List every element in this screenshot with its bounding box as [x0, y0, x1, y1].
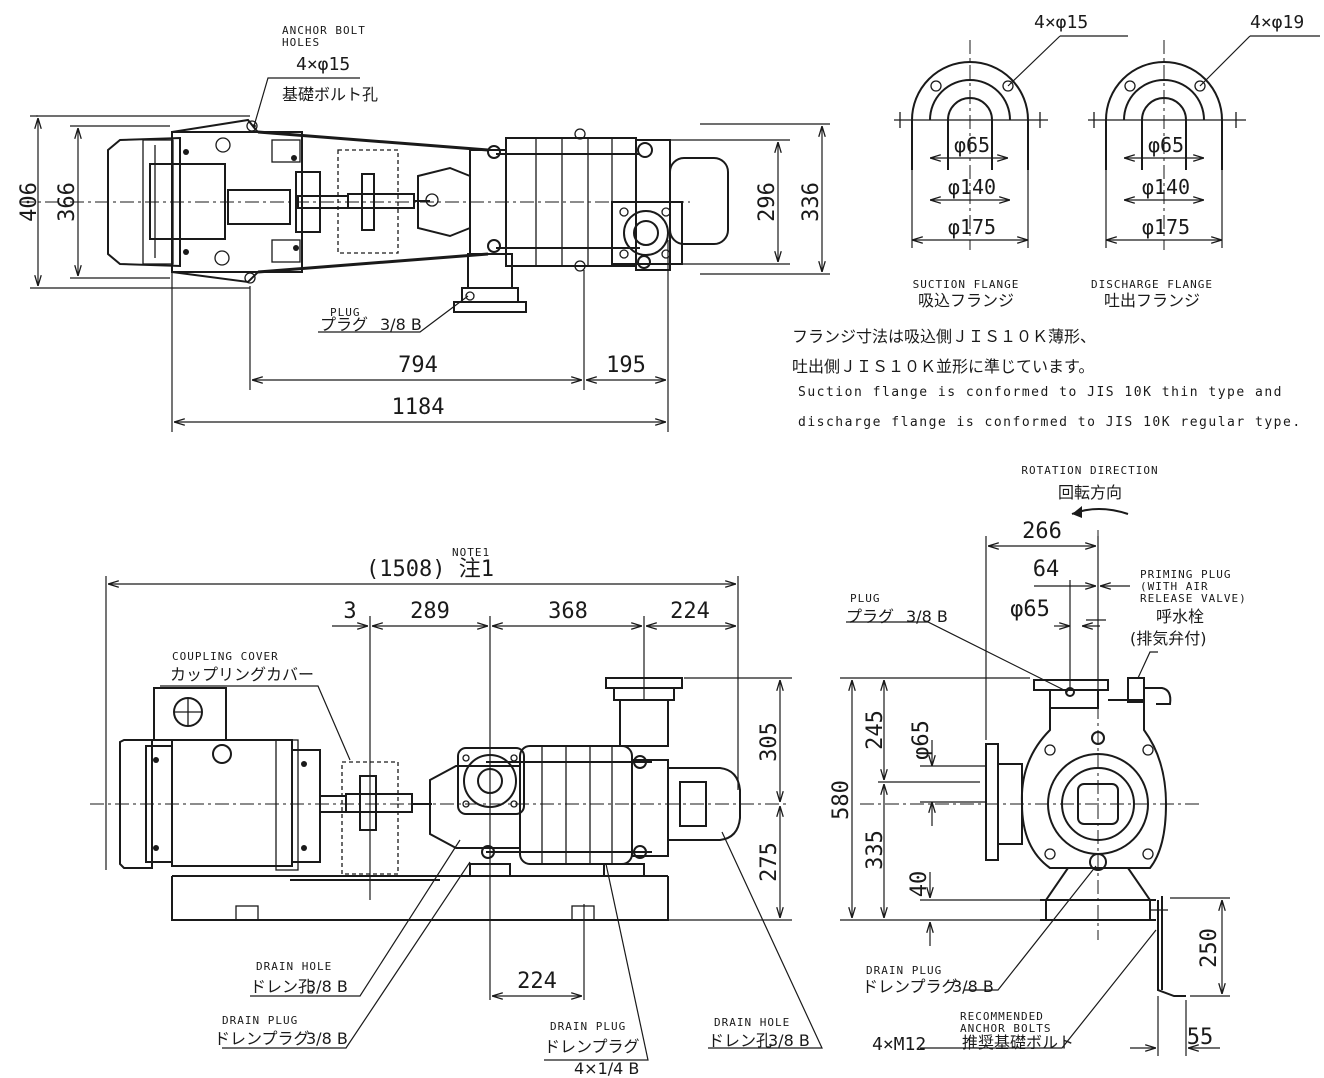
dim-195: 195 — [606, 353, 646, 378]
dim-296: 296 — [755, 182, 780, 222]
rotation-label-en: ROTATION DIRECTION — [1021, 464, 1158, 477]
anchor-jp: 推奨基礎ボルト — [962, 1033, 1074, 1052]
dim-3: 3 — [343, 599, 356, 624]
dim-1184: 1184 — [392, 395, 445, 420]
priming-en2: (WITH AIR — [1140, 580, 1209, 593]
drain-hole-en: DRAIN HOLE — [256, 960, 332, 973]
drain-plug-en: DRAIN PLUG — [222, 1014, 298, 1027]
dim-794: 794 — [398, 353, 438, 378]
note-en-2: discharge flange is conformed to JIS 10K… — [798, 415, 1302, 430]
discharge-holes: 4×φ19 — [1250, 12, 1304, 33]
priming-jp1: 呼水栓 — [1156, 607, 1204, 626]
suction-d140: φ140 — [948, 175, 996, 199]
suction-d65: φ65 — [954, 133, 990, 157]
suction-label-jp: 吸込フランジ — [918, 291, 1014, 310]
drain-plug-jp: ドレンプラグ — [214, 1029, 310, 1048]
dim-55: 55 — [1187, 1025, 1214, 1050]
drain-plug2-en: DRAIN PLUG — [550, 1020, 626, 1033]
anchor-holes-label: HOLES — [282, 36, 320, 49]
dim-224-bottom: 224 — [517, 969, 557, 994]
side-view: NOTE1 (1508) 注1 3 289 368 224 305 275 22… — [90, 546, 823, 1078]
side-motor — [119, 687, 346, 871]
discharge-d175: φ175 — [1142, 215, 1190, 239]
end-view: ROTATION DIRECTION 回転方向 266 64 φ65 PLUG … — [829, 464, 1247, 1056]
side-baseplate — [171, 875, 669, 921]
drain-plug2-size: 4×1/4 B — [574, 1059, 639, 1078]
note-en-1: Suction flange is conformed to JIS 10K t… — [798, 385, 1283, 400]
drain-plug2-jp: ドレンプラグ — [544, 1037, 640, 1056]
dim-266: 266 — [1022, 519, 1062, 544]
coupling-label-en: COUPLING COVER — [172, 650, 279, 663]
note-jp-2: 吐出側ＪＩＳ１０Ｋ並形に準じています。 — [792, 357, 1094, 376]
plug-label-end-en: PLUG — [850, 592, 881, 605]
side-dimensions — [105, 576, 823, 1061]
anchor-size: 4×M12 — [872, 1034, 926, 1055]
dim-368: 368 — [548, 599, 588, 624]
drain-plug-end-en: DRAIN PLUG — [866, 964, 942, 977]
plug-jp-top: プラグ — [320, 315, 368, 334]
dim-336: 336 — [799, 182, 824, 222]
note-jp-1: フランジ寸法は吸込側ＪＩＳ１０Ｋ薄形、 — [792, 327, 1096, 346]
dim-245: 245 — [863, 710, 888, 750]
end-pump — [985, 677, 1186, 997]
drain-hole-size: 3/8 B — [306, 977, 348, 996]
anchor-en2: ANCHOR BOLTS — [960, 1022, 1051, 1035]
dim-366: 366 — [55, 182, 80, 222]
plug-size-end: 3/8 B — [906, 607, 948, 626]
discharge-label-en: DISCHARGE FLANGE — [1091, 278, 1213, 291]
top-view: 406 366 296 336 794 195 1184 ANCHOR BOLT… — [17, 24, 830, 432]
note1-label: NOTE1 — [452, 546, 490, 559]
anchor-en1: RECOMMENDED — [960, 1010, 1044, 1023]
discharge-label-jp: 吐出フランジ — [1104, 291, 1200, 310]
plug-size-top: 3/8 B — [380, 315, 422, 334]
side-pump — [429, 677, 741, 877]
drain-plug-end-jp: ドレンプラグ — [862, 977, 958, 996]
suction-flange-drawing — [894, 35, 1128, 250]
dim-580: 580 — [829, 780, 854, 820]
top-dimensions — [30, 77, 830, 432]
discharge-d65: φ65 — [1148, 133, 1184, 157]
coupling-label-jp: カップリングカバー — [170, 665, 314, 684]
dim-phi65-side: φ65 — [909, 720, 934, 760]
priming-jp2: (排気弁付) — [1130, 629, 1207, 648]
suction-d175: φ175 — [948, 215, 996, 239]
drain-plug-size: 3/8 B — [306, 1029, 348, 1048]
drain-hole2-size: 3/8 B — [768, 1031, 810, 1050]
side-coupling — [341, 761, 432, 875]
discharge-flange-drawing — [1088, 35, 1320, 250]
anchor-jp-label: 基礎ボルト孔 — [282, 85, 378, 104]
dim-305: 305 — [757, 722, 782, 762]
dim-289: 289 — [410, 599, 450, 624]
anchor-count: 4×φ15 — [296, 54, 350, 75]
rotation-label-jp: 回転方向 — [1058, 483, 1122, 502]
suction-holes: 4×φ15 — [1034, 12, 1088, 33]
drain-hole2-en: DRAIN HOLE — [714, 1016, 790, 1029]
dim-275: 275 — [757, 842, 782, 882]
drain-hole2-jp: ドレン孔 — [708, 1031, 772, 1050]
dim-overall: (1508) 注1 — [366, 557, 494, 582]
top-pump — [453, 128, 729, 313]
dim-335: 335 — [863, 830, 888, 870]
dim-250: 250 — [1197, 928, 1222, 968]
dim-64: 64 — [1033, 557, 1060, 582]
drain-hole-jp: ドレン孔 — [250, 977, 314, 996]
dim-40: 40 — [907, 871, 932, 898]
drain-plug-end-size: 3/8 B — [952, 977, 994, 996]
plug-label-end-jp: プラグ — [846, 607, 894, 626]
dim-406: 406 — [17, 182, 42, 222]
dim-phi65-top: φ65 — [1010, 597, 1050, 622]
priming-en1: PRIMING PLUG — [1140, 568, 1231, 581]
priming-en3: RELEASE VALVE) — [1140, 592, 1247, 605]
end-dimensions — [840, 506, 1230, 1056]
top-motor — [107, 118, 349, 284]
plug-label-top: PLUG — [330, 306, 361, 319]
dim-224-top: 224 — [670, 599, 710, 624]
suction-label-en: SUCTION FLANGE — [913, 278, 1020, 291]
discharge-d140: φ140 — [1142, 175, 1190, 199]
anchor-bolt-label: ANCHOR BOLT — [282, 24, 366, 37]
